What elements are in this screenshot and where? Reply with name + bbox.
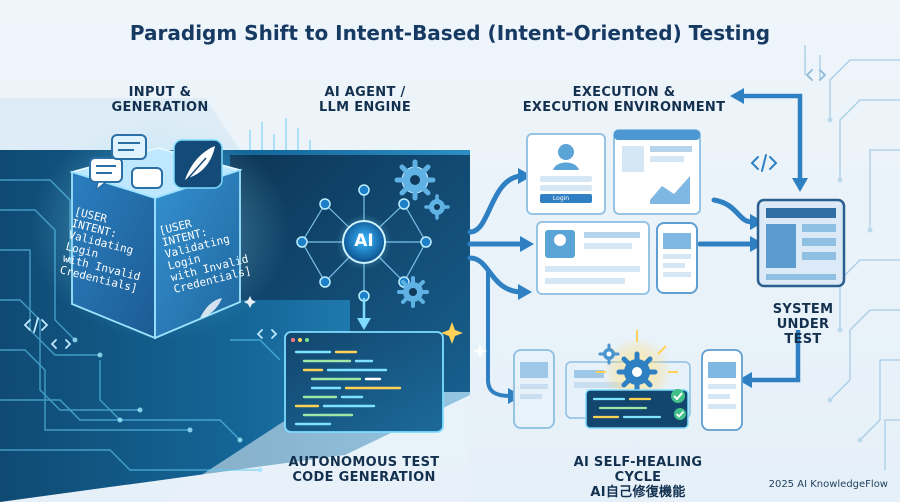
page-title: Paradigm Shift to Intent-Based (Intent-O… (129, 21, 771, 45)
code-brackets-icon-left (23, 317, 278, 349)
footer-credit: 2025 AI KnowledgeFlow (768, 479, 888, 490)
feather-quill-icon (173, 139, 223, 189)
flow-arrows-to-screens (467, 173, 525, 295)
label-line: AI AGENT / (324, 85, 406, 100)
code-editor-panel (284, 331, 444, 433)
label-system-under-test: SYSTEM UNDER TEST (756, 302, 850, 347)
label-line: SYSTEM (772, 302, 834, 317)
check-icon (671, 389, 685, 403)
profile-screen (536, 221, 650, 295)
ai-core (342, 220, 386, 264)
healing-mobile-right (701, 349, 743, 431)
flow-arrowheads (518, 168, 534, 300)
system-under-test-screen (756, 198, 846, 288)
label-line: CODE GENERATION (292, 470, 436, 485)
ai-core-label: AI (354, 231, 374, 251)
healing-code-panel (585, 389, 689, 429)
healing-gear-icon (616, 351, 658, 393)
label-line: INPUT & (128, 85, 192, 100)
login-button-label: Login (552, 195, 570, 202)
down-arrow-to-code (357, 298, 371, 330)
label-input-generation: INPUT & GENERATION (104, 85, 216, 115)
label-execution: EXECUTION & EXECUTION ENVIRONMENT (514, 85, 734, 115)
label-line: AI自己修復機能 (590, 485, 686, 500)
chat-bubbles-icon (89, 134, 163, 192)
healing-gear-icon-small (598, 343, 620, 365)
gear-icon-lower (397, 276, 429, 308)
label-line: AI SELF-HEALING CYCLE (573, 455, 703, 485)
mobile-screen (656, 222, 698, 294)
label-line: LLM ENGINE (318, 100, 412, 115)
gear-icon (394, 159, 436, 201)
label-line: UNDER TEST (776, 317, 830, 347)
gear-icon-small (424, 194, 450, 220)
loop-arrow-top (730, 88, 808, 192)
label-code-generation: AUTONOMOUS TEST CODE GENERATION (288, 455, 440, 485)
label-line: EXECUTION & (572, 85, 676, 100)
code-brackets-icon (750, 154, 778, 172)
circuit-nodes-right (827, 117, 873, 443)
network-nodes (296, 184, 432, 302)
sparkle-icon (441, 322, 463, 344)
label-line: EXECUTION ENVIRONMENT (522, 100, 726, 115)
check-icon-lower (674, 408, 686, 420)
code-brackets-icon-corner (805, 69, 827, 81)
label-line: GENERATION (111, 100, 209, 115)
healing-mobile-left (513, 349, 555, 429)
sparkle-icon-white (244, 296, 487, 358)
feather-mark (200, 298, 222, 318)
label-self-healing: AI SELF-HEALING CYCLE AI自己修復機能 (548, 455, 728, 500)
flow-arrows-to-sut (697, 197, 755, 247)
circuit-traces-right (804, 45, 900, 470)
login-screen (526, 133, 606, 215)
label-ai-agent: AI AGENT / LLM ENGINE (300, 85, 430, 115)
dashboard-screen (613, 129, 701, 215)
label-line: AUTONOMOUS TEST (288, 455, 440, 470)
